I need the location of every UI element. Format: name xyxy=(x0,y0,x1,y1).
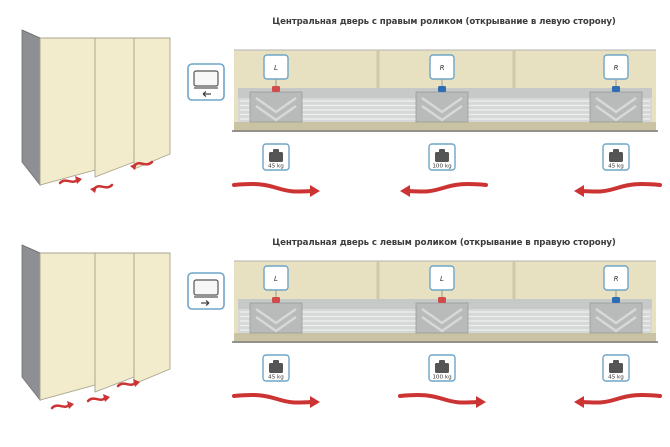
weight-icon xyxy=(269,152,283,162)
weight-label: 45 kg xyxy=(608,375,624,381)
wardrobe-side xyxy=(21,29,41,187)
roller-label-box-2: L xyxy=(429,265,455,291)
rail-panel-top: L 45 kg R 100 kg R 45 kg xyxy=(232,49,662,197)
wardrobe-door-1 xyxy=(39,37,96,186)
wardrobe-motion-arrow-1 xyxy=(58,176,82,185)
roller-assembly-3: R 45 kg xyxy=(574,54,662,197)
rail-bottom-frame xyxy=(234,122,656,130)
weight-label: 100 kg xyxy=(432,164,452,170)
roller-assembly-2: R 100 kg xyxy=(400,54,488,197)
roller-label-box-1: L xyxy=(263,54,289,80)
roller-side-label: R xyxy=(614,64,619,72)
movement-arrow-1 xyxy=(232,182,320,197)
weight-icon xyxy=(269,363,283,373)
weight-box-3: 45 kg xyxy=(602,354,630,382)
hint-arrow-right-icon xyxy=(201,300,210,306)
rail-bottom-frame xyxy=(234,333,656,341)
heading-top: Центральная дверь с правым роликом (откр… xyxy=(272,17,616,27)
wardrobe-door-3 xyxy=(133,252,171,385)
door-divider-1 xyxy=(376,50,380,90)
wardrobe-door-3 xyxy=(133,37,171,170)
roller-side-label: R xyxy=(440,64,445,72)
weight-icon xyxy=(435,152,449,162)
movement-arrow-3 xyxy=(574,393,662,408)
roller-wheel-icon xyxy=(438,86,446,92)
wardrobe-motion-arrow-1 xyxy=(50,401,74,410)
movement-arrow-1 xyxy=(232,393,320,408)
roller-wheel-icon xyxy=(272,297,280,303)
weight-icon xyxy=(609,363,623,373)
roller-label-box-3: R xyxy=(603,265,629,291)
wardrobe-sketch-1 xyxy=(21,29,171,193)
hint-icon-1 xyxy=(187,63,225,101)
roller-wheel-icon xyxy=(438,297,446,303)
wardrobe-door-2 xyxy=(94,37,135,178)
weight-label: 45 kg xyxy=(608,164,624,170)
roller-assembly-2: L 100 kg xyxy=(398,265,486,408)
weight-box-3: 45 kg xyxy=(602,143,630,171)
wardrobe-door-1 xyxy=(39,252,96,401)
roller-assembly-1: L 45 kg xyxy=(232,265,320,408)
door-divider-2 xyxy=(512,261,516,301)
roller-side-label: L xyxy=(440,275,444,283)
roller-assembly-3: R 45 kg xyxy=(574,265,662,408)
wardrobe-door-2 xyxy=(94,252,135,393)
roller-wheel-icon xyxy=(612,86,620,92)
movement-arrow-2 xyxy=(400,182,488,197)
wardrobe-side xyxy=(21,244,41,402)
wardrobe-motion-arrow-3 xyxy=(116,379,140,388)
door-divider-2 xyxy=(512,50,516,90)
roller-wheel-icon xyxy=(612,297,620,303)
rail-panel-bottom: L 45 kg L 100 kg R 45 kg xyxy=(232,260,662,408)
weight-box-1: 45 kg xyxy=(262,143,290,171)
wardrobe-motion-arrow-3 xyxy=(130,160,154,170)
weight-label: 100 kg xyxy=(432,375,452,381)
roller-label-box-2: R xyxy=(429,54,455,80)
hint-arrow-left-icon xyxy=(202,91,211,97)
weight-icon xyxy=(609,152,623,162)
wardrobe-motion-arrow-2 xyxy=(90,183,114,193)
wardrobe-motion-arrow-2 xyxy=(86,394,110,403)
weight-icon xyxy=(435,363,449,373)
roller-side-label: L xyxy=(274,64,278,72)
door-divider-1 xyxy=(376,261,380,301)
hint-icon-2 xyxy=(187,272,225,310)
roller-side-label: R xyxy=(614,275,619,283)
weight-label: 45 kg xyxy=(268,375,284,381)
roller-label-box-1: L xyxy=(263,265,289,291)
movement-arrow-3 xyxy=(574,182,662,197)
weight-box-1: 45 kg xyxy=(262,354,290,382)
heading-bottom: Центральная дверь с левым роликом (откры… xyxy=(272,238,616,248)
roller-assembly-1: L 45 kg xyxy=(232,54,320,197)
roller-wheel-icon xyxy=(272,86,280,92)
movement-arrow-2 xyxy=(398,393,486,408)
weight-box-2: 100 kg xyxy=(428,354,456,382)
wardrobe-sketch-2 xyxy=(21,244,171,410)
roller-label-box-3: R xyxy=(603,54,629,80)
weight-box-2: 100 kg xyxy=(428,143,456,171)
weight-label: 45 kg xyxy=(268,164,284,170)
roller-side-label: L xyxy=(274,275,278,283)
